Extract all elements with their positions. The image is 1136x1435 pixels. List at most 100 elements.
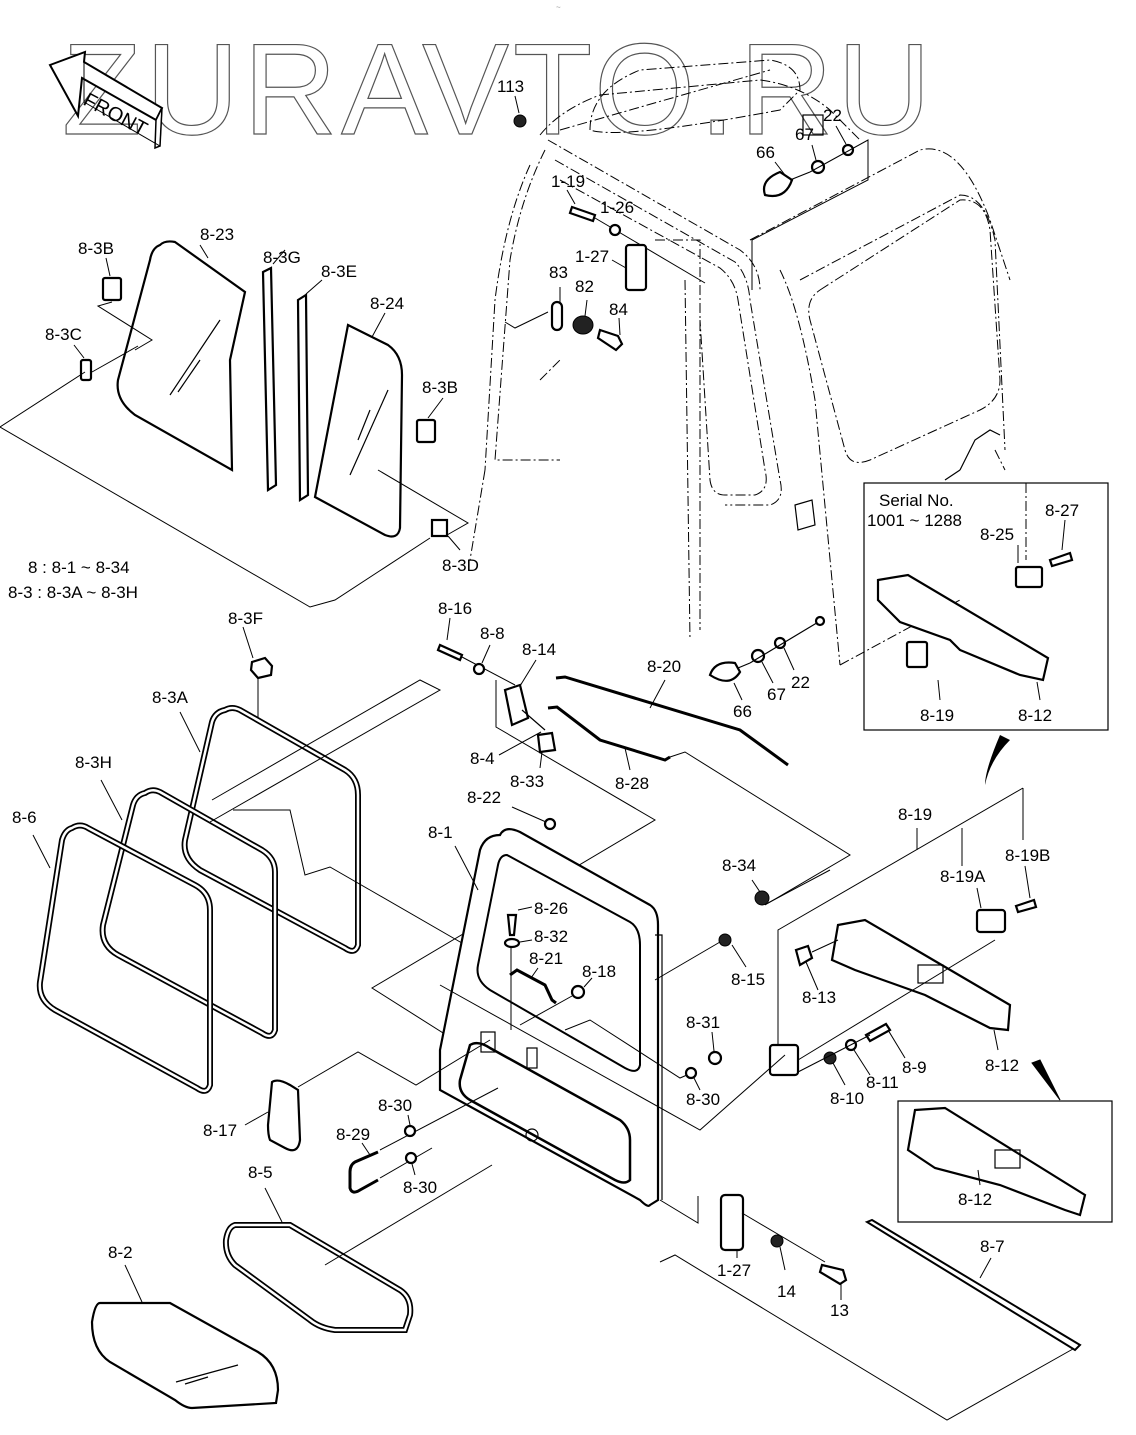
svg-text:8-14: 8-14 — [522, 640, 556, 659]
part-8-1-door: 8-1 — [428, 823, 663, 1207]
part-8-3H-seal: 8-3H — [75, 753, 278, 1039]
svg-text:8-30: 8-30 — [686, 1090, 720, 1109]
part-66-lower: 66 — [708, 661, 752, 721]
svg-text:8-9: 8-9 — [902, 1058, 927, 1077]
svg-text:83: 83 — [549, 263, 568, 282]
part-8-6-seal: 8-6 — [12, 808, 213, 1094]
part-8-15: 8-15 — [654, 933, 765, 989]
part-1-27-top: 1-27 — [575, 243, 648, 292]
svg-text:8-3B: 8-3B — [78, 239, 114, 258]
svg-text:66: 66 — [733, 702, 752, 721]
svg-text:8-3G: 8-3G — [263, 248, 301, 267]
svg-text:8-3E: 8-3E — [321, 262, 357, 281]
svg-text:1-27: 1-27 — [717, 1261, 751, 1280]
part-67-top: 67 — [795, 114, 826, 175]
svg-text:8-12: 8-12 — [1018, 706, 1052, 725]
svg-text:8-19: 8-19 — [920, 706, 954, 725]
svg-text:8-12: 8-12 — [958, 1190, 992, 1209]
part-8-26: 8-26 — [506, 899, 568, 937]
part-8-21: 8-21 — [509, 949, 563, 1005]
part-66-top: 66 — [756, 143, 811, 198]
front-arrow-icon: FRONT — [48, 50, 164, 150]
svg-text:8-4: 8-4 — [470, 749, 495, 768]
svg-text:8-3D: 8-3D — [442, 556, 479, 575]
svg-text:8-20: 8-20 — [647, 657, 681, 676]
svg-text:13: 13 — [830, 1301, 849, 1320]
watermark-text: ZURAVTO.RU — [62, 16, 935, 162]
svg-text:84: 84 — [609, 300, 628, 319]
svg-text:8-18: 8-18 — [582, 962, 616, 981]
svg-text:1-27: 1-27 — [575, 247, 609, 266]
svg-text:8-11: 8-11 — [866, 1073, 899, 1092]
leader-seal-group-2 — [233, 809, 501, 966]
part-8-14: 8-14 — [371, 640, 656, 1051]
part-1-26: 1-26 — [600, 198, 634, 237]
svg-text:8-16: 8-16 — [438, 599, 472, 618]
leader-seal-group — [209, 679, 442, 823]
svg-text:1-26: 1-26 — [600, 198, 634, 217]
part-8-3B-upper: 8-3B — [78, 239, 153, 351]
part-8-20-rod: 8-20 — [555, 657, 789, 767]
svg-text:8-30: 8-30 — [378, 1096, 412, 1115]
inset-alternate-8-12: 8-12 — [897, 1100, 1113, 1223]
part-8-16: 8-16 — [436, 599, 516, 686]
part-8-8: 8-8 — [472, 624, 505, 676]
svg-text:8-21: 8-21 — [529, 949, 563, 968]
part-8-34: 8-34 — [722, 856, 831, 906]
svg-text:8-24: 8-24 — [370, 294, 404, 313]
svg-text:8-19A: 8-19A — [940, 867, 986, 886]
svg-text:1-19: 1-19 — [551, 172, 585, 191]
part-8-19-group: 8-19 8-19A 8-19B 8-12 8-13 8-10 8-11 8-9 — [439, 787, 1050, 1131]
part-8-3B-lower: 8-3B — [377, 378, 469, 536]
part-13: 13 — [818, 1263, 849, 1320]
note-group-8: 8 : 8-1 ~ 8-34 — [28, 558, 130, 577]
top-mark: ~ — [556, 3, 561, 12]
part-8-33: 8-33 — [510, 731, 557, 791]
svg-text:8-2: 8-2 — [108, 1243, 133, 1262]
part-22-top: 22 — [751, 106, 869, 290]
svg-text:8-32: 8-32 — [534, 927, 568, 946]
part-8-31-8-30: 8-31 8-30 — [564, 1013, 723, 1109]
svg-text:8-33: 8-33 — [510, 772, 544, 791]
svg-text:8-19: 8-19 — [898, 805, 932, 824]
part-8-5-seal: 8-5 — [222, 1163, 493, 1333]
svg-text:82: 82 — [575, 277, 594, 296]
part-8-3A-seal: 8-3A — [152, 688, 361, 954]
svg-text:8-6: 8-6 — [12, 808, 37, 827]
svg-text:8-22: 8-22 — [467, 788, 501, 807]
part-8-3E-seal: 8-3E — [296, 262, 357, 502]
svg-text:8-17: 8-17 — [203, 1121, 237, 1140]
svg-text:8-1: 8-1 — [428, 823, 453, 842]
leader-window-group — [0, 371, 431, 608]
svg-text:8-31: 8-31 — [686, 1013, 720, 1032]
part-1-27-lower: 1-27 — [659, 1193, 1081, 1421]
part-8-3F: 8-3F — [228, 609, 274, 722]
part-8-32: 8-32 — [503, 927, 568, 1030]
svg-text:113: 113 — [497, 77, 524, 96]
svg-text:8-15: 8-15 — [731, 970, 765, 989]
svg-text:67: 67 — [767, 685, 786, 704]
part-8-24-glass: 8-24 — [313, 294, 404, 538]
transition-arrow-icon — [985, 735, 1010, 785]
part-8-3D: 8-3D — [430, 518, 479, 575]
svg-text:8-3C: 8-3C — [45, 325, 82, 344]
part-83-82-84: 83 82 84 — [504, 263, 628, 352]
part-113: 113 — [497, 77, 527, 128]
svg-text:8-8: 8-8 — [480, 624, 505, 643]
svg-text:8-23: 8-23 — [200, 225, 234, 244]
inset-serial-range: Serial No. 1001 ~ 1288 8-25 8-27 8-19 8-… — [863, 482, 1109, 731]
svg-text:8-12: 8-12 — [985, 1056, 1019, 1075]
svg-text:8-3B: 8-3B — [422, 378, 458, 397]
part-8-2-glass: 8-2 — [90, 1243, 280, 1410]
svg-text:8-3F: 8-3F — [228, 609, 263, 628]
part-8-28-rod: 8-28 — [547, 705, 851, 906]
part-8-18: 8-18 — [519, 962, 616, 1026]
part-14: 14 — [741, 1212, 826, 1301]
part-8-30-handle: 8-30 8-30 — [378, 1096, 437, 1197]
svg-text:8-29: 8-29 — [336, 1125, 370, 1144]
svg-text:8-30: 8-30 — [403, 1178, 437, 1197]
note-group-8-3: 8-3 : 8-3A ~ 8-3H — [8, 583, 138, 602]
part-8-3G-seal: 8-3G — [261, 248, 301, 492]
svg-text:66: 66 — [756, 143, 775, 162]
